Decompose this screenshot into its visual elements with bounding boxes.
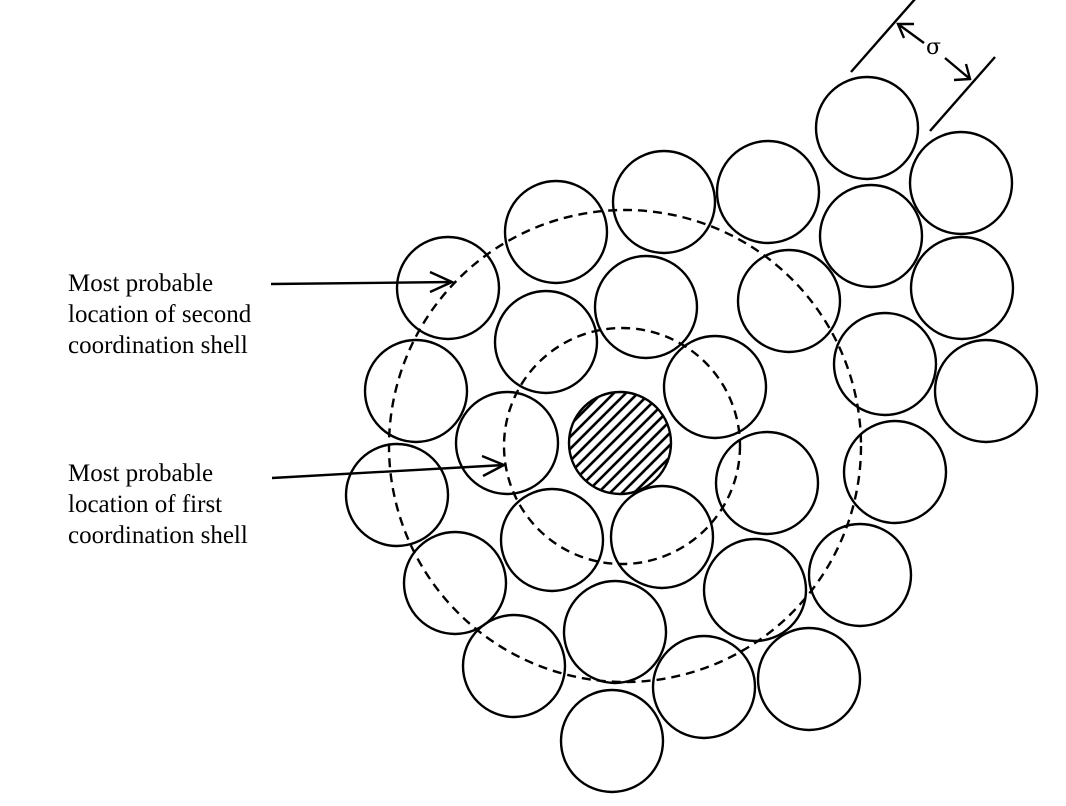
neighbor-molecule bbox=[363, 338, 469, 444]
neighbor-molecule bbox=[715, 139, 821, 245]
neighbor-molecule bbox=[714, 430, 820, 536]
neighbor-molecule bbox=[593, 254, 699, 360]
hatch-stroke bbox=[577, 392, 671, 494]
second-shell-label-line-1: Most probable bbox=[68, 270, 214, 297]
hatch-stroke bbox=[569, 392, 647, 494]
second-shell-label: Most probable location of second coordin… bbox=[68, 268, 251, 361]
neighbor-molecule bbox=[818, 183, 924, 289]
hatch-stroke bbox=[569, 392, 659, 494]
neighbor-molecule bbox=[842, 419, 948, 525]
diameter-dimension bbox=[850, 0, 996, 132]
hatch-stroke bbox=[569, 392, 635, 494]
neighbor-molecule bbox=[562, 579, 668, 685]
neighbor-molecule bbox=[344, 442, 450, 548]
first-shell-label-line-1: Most probable bbox=[68, 460, 214, 487]
neighbor-molecule bbox=[454, 390, 560, 496]
neighbor-molecule bbox=[395, 235, 501, 341]
hatch-stroke bbox=[601, 392, 671, 494]
neighbor-molecule bbox=[503, 179, 609, 285]
neighbor-molecule bbox=[662, 334, 768, 440]
neighbor-molecule bbox=[611, 149, 717, 255]
neighbor-molecule bbox=[499, 487, 605, 593]
second-shell-label-line-3: coordination shell bbox=[68, 332, 248, 359]
first-shell-label-line-3: coordination shell bbox=[68, 522, 248, 549]
neighbor-molecule bbox=[933, 338, 1039, 444]
neighbor-molecule bbox=[651, 634, 757, 740]
neighbor-molecule bbox=[493, 289, 599, 395]
neighbor-molecules bbox=[344, 75, 1039, 794]
neighbor-molecule bbox=[559, 688, 665, 794]
second-coordination-shell bbox=[387, 208, 863, 684]
hatch-stroke bbox=[613, 392, 671, 494]
sigma-symbol: σ bbox=[926, 35, 942, 60]
second-shell-pointer bbox=[270, 270, 455, 294]
second-shell-label-line-2: location of second bbox=[68, 301, 252, 328]
neighbor-molecule bbox=[807, 522, 913, 628]
first-shell-label: Most probable location of first coordina… bbox=[68, 458, 248, 551]
neighbor-molecule bbox=[756, 626, 862, 732]
neighbor-molecule bbox=[402, 530, 508, 636]
neighbor-molecule bbox=[814, 75, 920, 181]
neighbor-molecule bbox=[461, 613, 567, 719]
neighbor-molecule bbox=[908, 130, 1014, 236]
hatch-stroke bbox=[589, 392, 671, 494]
neighbor-molecule bbox=[736, 248, 842, 354]
neighbor-molecule bbox=[702, 537, 808, 643]
neighbor-molecule bbox=[909, 235, 1015, 341]
neighbor-molecule bbox=[832, 311, 938, 417]
first-shell-label-line-2: location of first bbox=[68, 491, 223, 518]
neighbor-molecule bbox=[609, 484, 715, 590]
first-shell-pointer bbox=[271, 454, 507, 480]
first-coordination-shell bbox=[502, 326, 742, 566]
